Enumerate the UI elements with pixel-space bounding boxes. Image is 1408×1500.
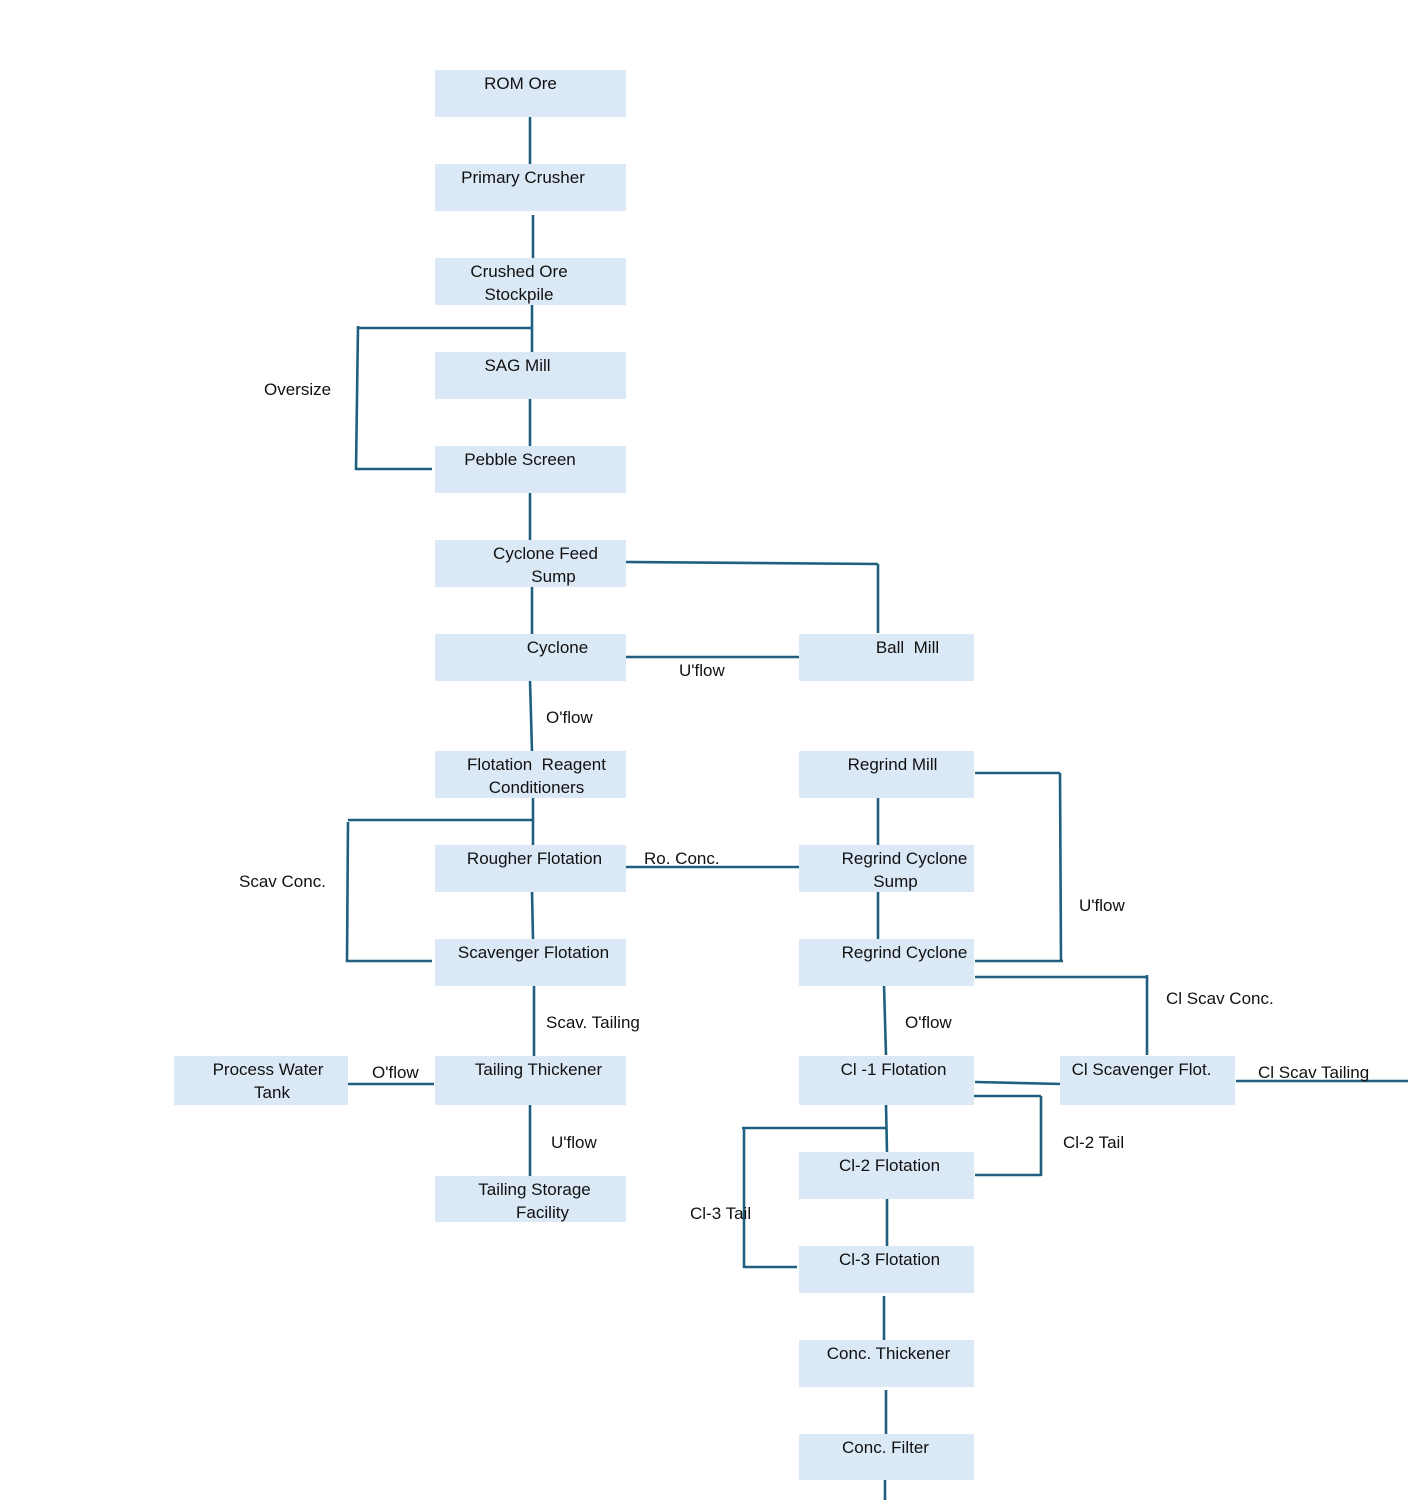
node-label: Cl -1 Flotation <box>840 1060 947 1079</box>
node-ball-mill: Ball Mill <box>799 634 974 681</box>
node-label: Primary Crusher <box>461 168 585 187</box>
node-label: Regrind Cyclone <box>841 849 968 868</box>
connector <box>1058 772 1063 963</box>
label-cl2-tail: Cl-2 Tail <box>1063 1133 1125 1152</box>
connector <box>882 984 888 1056</box>
node-label: Sump <box>873 872 918 891</box>
node-crushed-ore-stockpile: Crushed Ore Stockpile <box>435 258 626 305</box>
node-label: ROM Ore <box>484 74 557 93</box>
label-uflow-tailing: U'flow <box>551 1133 597 1152</box>
node-label: Process Water <box>212 1060 324 1079</box>
node-rougher-flotation: Rougher Flotation <box>435 845 626 892</box>
node-flotation-reagent-conditioners: Flotation Reagent Conditioners <box>435 751 626 798</box>
connector <box>354 325 360 471</box>
node-label: Ball Mill <box>875 638 940 657</box>
label-uflow-ball-mill: U'flow <box>679 661 725 680</box>
node-conc-thickener: Conc. Thickener <box>799 1340 974 1387</box>
node-conc-filter: Conc. Filter <box>799 1434 974 1480</box>
label-oflow-cyclone: O'flow <box>546 708 593 727</box>
node-label: Cl Scavenger Flot. <box>1071 1060 1212 1079</box>
node-rom-ore: ROM Ore <box>435 70 626 117</box>
label-cl-scav-conc: Cl Scav Conc. <box>1166 989 1274 1008</box>
connector <box>625 560 879 566</box>
node-label: Pebble Screen <box>464 450 576 469</box>
node-cyclone: Cyclone <box>435 634 626 681</box>
connector <box>530 890 535 940</box>
node-label: Tank <box>254 1083 290 1102</box>
node-label: Conditioners <box>488 778 585 797</box>
node-tailing-storage-facility: Tailing Storage Facility <box>435 1176 626 1222</box>
connector <box>345 821 350 963</box>
node-label: Crushed Ore <box>470 262 568 281</box>
node-label: Cl-3 Flotation <box>838 1250 941 1269</box>
node-label: Conc. Thickener <box>826 1344 951 1363</box>
node-label: Flotation Reagent <box>467 755 606 774</box>
node-primary-crusher: Primary Crusher <box>435 164 626 211</box>
label-oflow-regrind: O'flow <box>905 1013 952 1032</box>
connector <box>884 1104 889 1153</box>
connector <box>528 680 534 752</box>
node-label: Rougher Flotation <box>466 849 603 868</box>
node-label: Scavenger Flotation <box>457 943 610 962</box>
node-cl1-flotation: Cl -1 Flotation <box>799 1056 974 1105</box>
node-cl2-flotation: Cl-2 Flotation <box>799 1152 974 1199</box>
node-label: Conc. Filter <box>842 1438 929 1457</box>
node-pebble-screen: Pebble Screen <box>435 446 626 493</box>
node-regrind-cyclone-sump: Regrind Cyclone Sump <box>799 845 974 892</box>
node-label: Sump <box>531 567 576 586</box>
label-scav-conc: Scav Conc. <box>239 872 326 891</box>
node-sag-mill: SAG Mill <box>435 352 626 399</box>
label-cl3-tail: Cl-3 Tail <box>690 1204 752 1223</box>
label-scav-tailing: Scav. Tailing <box>546 1013 640 1032</box>
label-oflow-thickener: O'flow <box>372 1063 419 1082</box>
node-label: Tailing Storage <box>478 1180 591 1199</box>
node-regrind-cyclone: Regrind Cyclone <box>799 939 974 986</box>
node-label: Cyclone <box>526 638 589 657</box>
node-regrind-mill: Regrind Mill <box>799 751 974 798</box>
node-label: SAG Mill <box>484 356 551 375</box>
node-tailing-thickener: Tailing Thickener <box>435 1056 626 1105</box>
node-label: Tailing Thickener <box>474 1060 603 1079</box>
connector <box>974 1080 1063 1086</box>
node-label: Facility <box>516 1203 569 1222</box>
label-oversize: Oversize <box>264 380 332 399</box>
node-label: Cyclone Feed <box>493 544 598 563</box>
node-process-water-tank: Process Water Tank <box>174 1056 348 1105</box>
node-label: Stockpile <box>484 285 554 304</box>
node-cl3-flotation: Cl-3 Flotation <box>799 1246 974 1293</box>
node-scavenger-flotation: Scavenger Flotation <box>435 939 626 986</box>
node-label: Regrind Cyclone <box>841 943 968 962</box>
node-cyclone-feed-sump: Cyclone Feed Sump <box>435 540 626 587</box>
node-label: Cl-2 Flotation <box>838 1156 941 1175</box>
label-cl-scav-tailing: Cl Scav Tailing <box>1258 1063 1370 1082</box>
node-label: Regrind Mill <box>847 755 938 774</box>
label-ro-conc: Ro. Conc. <box>644 849 720 868</box>
label-uflow-regrind: U'flow <box>1079 896 1125 915</box>
node-cl-scavenger-flot: Cl Scavenger Flot. <box>1060 1056 1235 1105</box>
